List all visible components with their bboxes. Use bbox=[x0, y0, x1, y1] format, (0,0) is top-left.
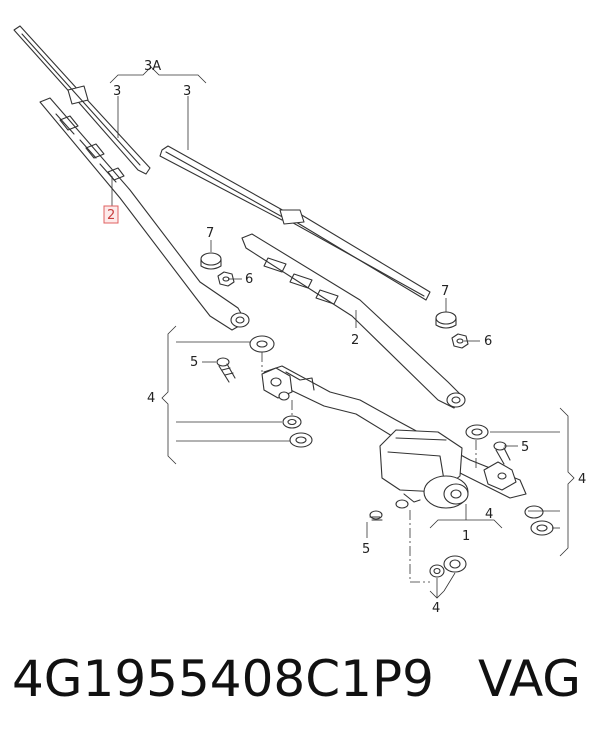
label-arm-right: 2 bbox=[351, 333, 359, 348]
label-bracket-bottom: 4 bbox=[432, 601, 440, 616]
label-bracket-center: 4 bbox=[485, 507, 493, 522]
highlight-box-part-2 bbox=[103, 205, 119, 224]
label-nut-left: 6 bbox=[245, 272, 253, 287]
label-blade-left: 3 bbox=[113, 84, 121, 99]
cap-left bbox=[200, 252, 222, 270]
wiper-blade-left bbox=[13, 25, 151, 175]
label-bolt-left: 5 bbox=[190, 355, 198, 370]
grommet-bottom bbox=[429, 555, 467, 578]
bolt-bottom bbox=[369, 510, 383, 521]
label-cap-right: 7 bbox=[441, 284, 449, 299]
part-number-caption: 4G1955408C1P9 VAG bbox=[12, 650, 581, 708]
wiper-linkage-diagram: 3A 3 3 2 2 7 7 6 6 5 5 5 4 4 4 1 4 bbox=[13, 25, 586, 616]
label-nut-right: 6 bbox=[484, 334, 492, 349]
part-number: 4G1955408C1P9 bbox=[12, 650, 434, 708]
wiper-arm-right bbox=[241, 233, 466, 409]
grommet-right-bottom bbox=[524, 505, 554, 536]
nut-right bbox=[451, 333, 469, 349]
brand-name: VAG bbox=[477, 650, 582, 708]
wiper-motor bbox=[379, 429, 469, 509]
cap-right bbox=[435, 311, 457, 329]
label-motor: 1 bbox=[462, 529, 470, 544]
grommet-right-top bbox=[465, 424, 489, 440]
grommet-left-top bbox=[249, 335, 275, 353]
label-arm-left: 2 bbox=[107, 208, 115, 223]
label-cap-left: 7 bbox=[206, 226, 214, 241]
wiper-arm-left bbox=[39, 97, 250, 331]
bolt-right bbox=[493, 441, 511, 465]
bolt-left bbox=[216, 357, 236, 383]
wiper-blade-right bbox=[159, 145, 431, 301]
grommet-left-mid bbox=[282, 415, 302, 429]
label-bracket-right: 4 bbox=[578, 472, 586, 487]
label-bolt-right: 5 bbox=[521, 440, 529, 455]
label-3a: 3A bbox=[144, 59, 161, 74]
label-blade-right: 3 bbox=[183, 84, 191, 99]
grommet-left-bottom bbox=[289, 432, 313, 448]
label-bolt-bottom: 5 bbox=[362, 542, 370, 557]
label-bracket-left: 4 bbox=[147, 391, 155, 406]
